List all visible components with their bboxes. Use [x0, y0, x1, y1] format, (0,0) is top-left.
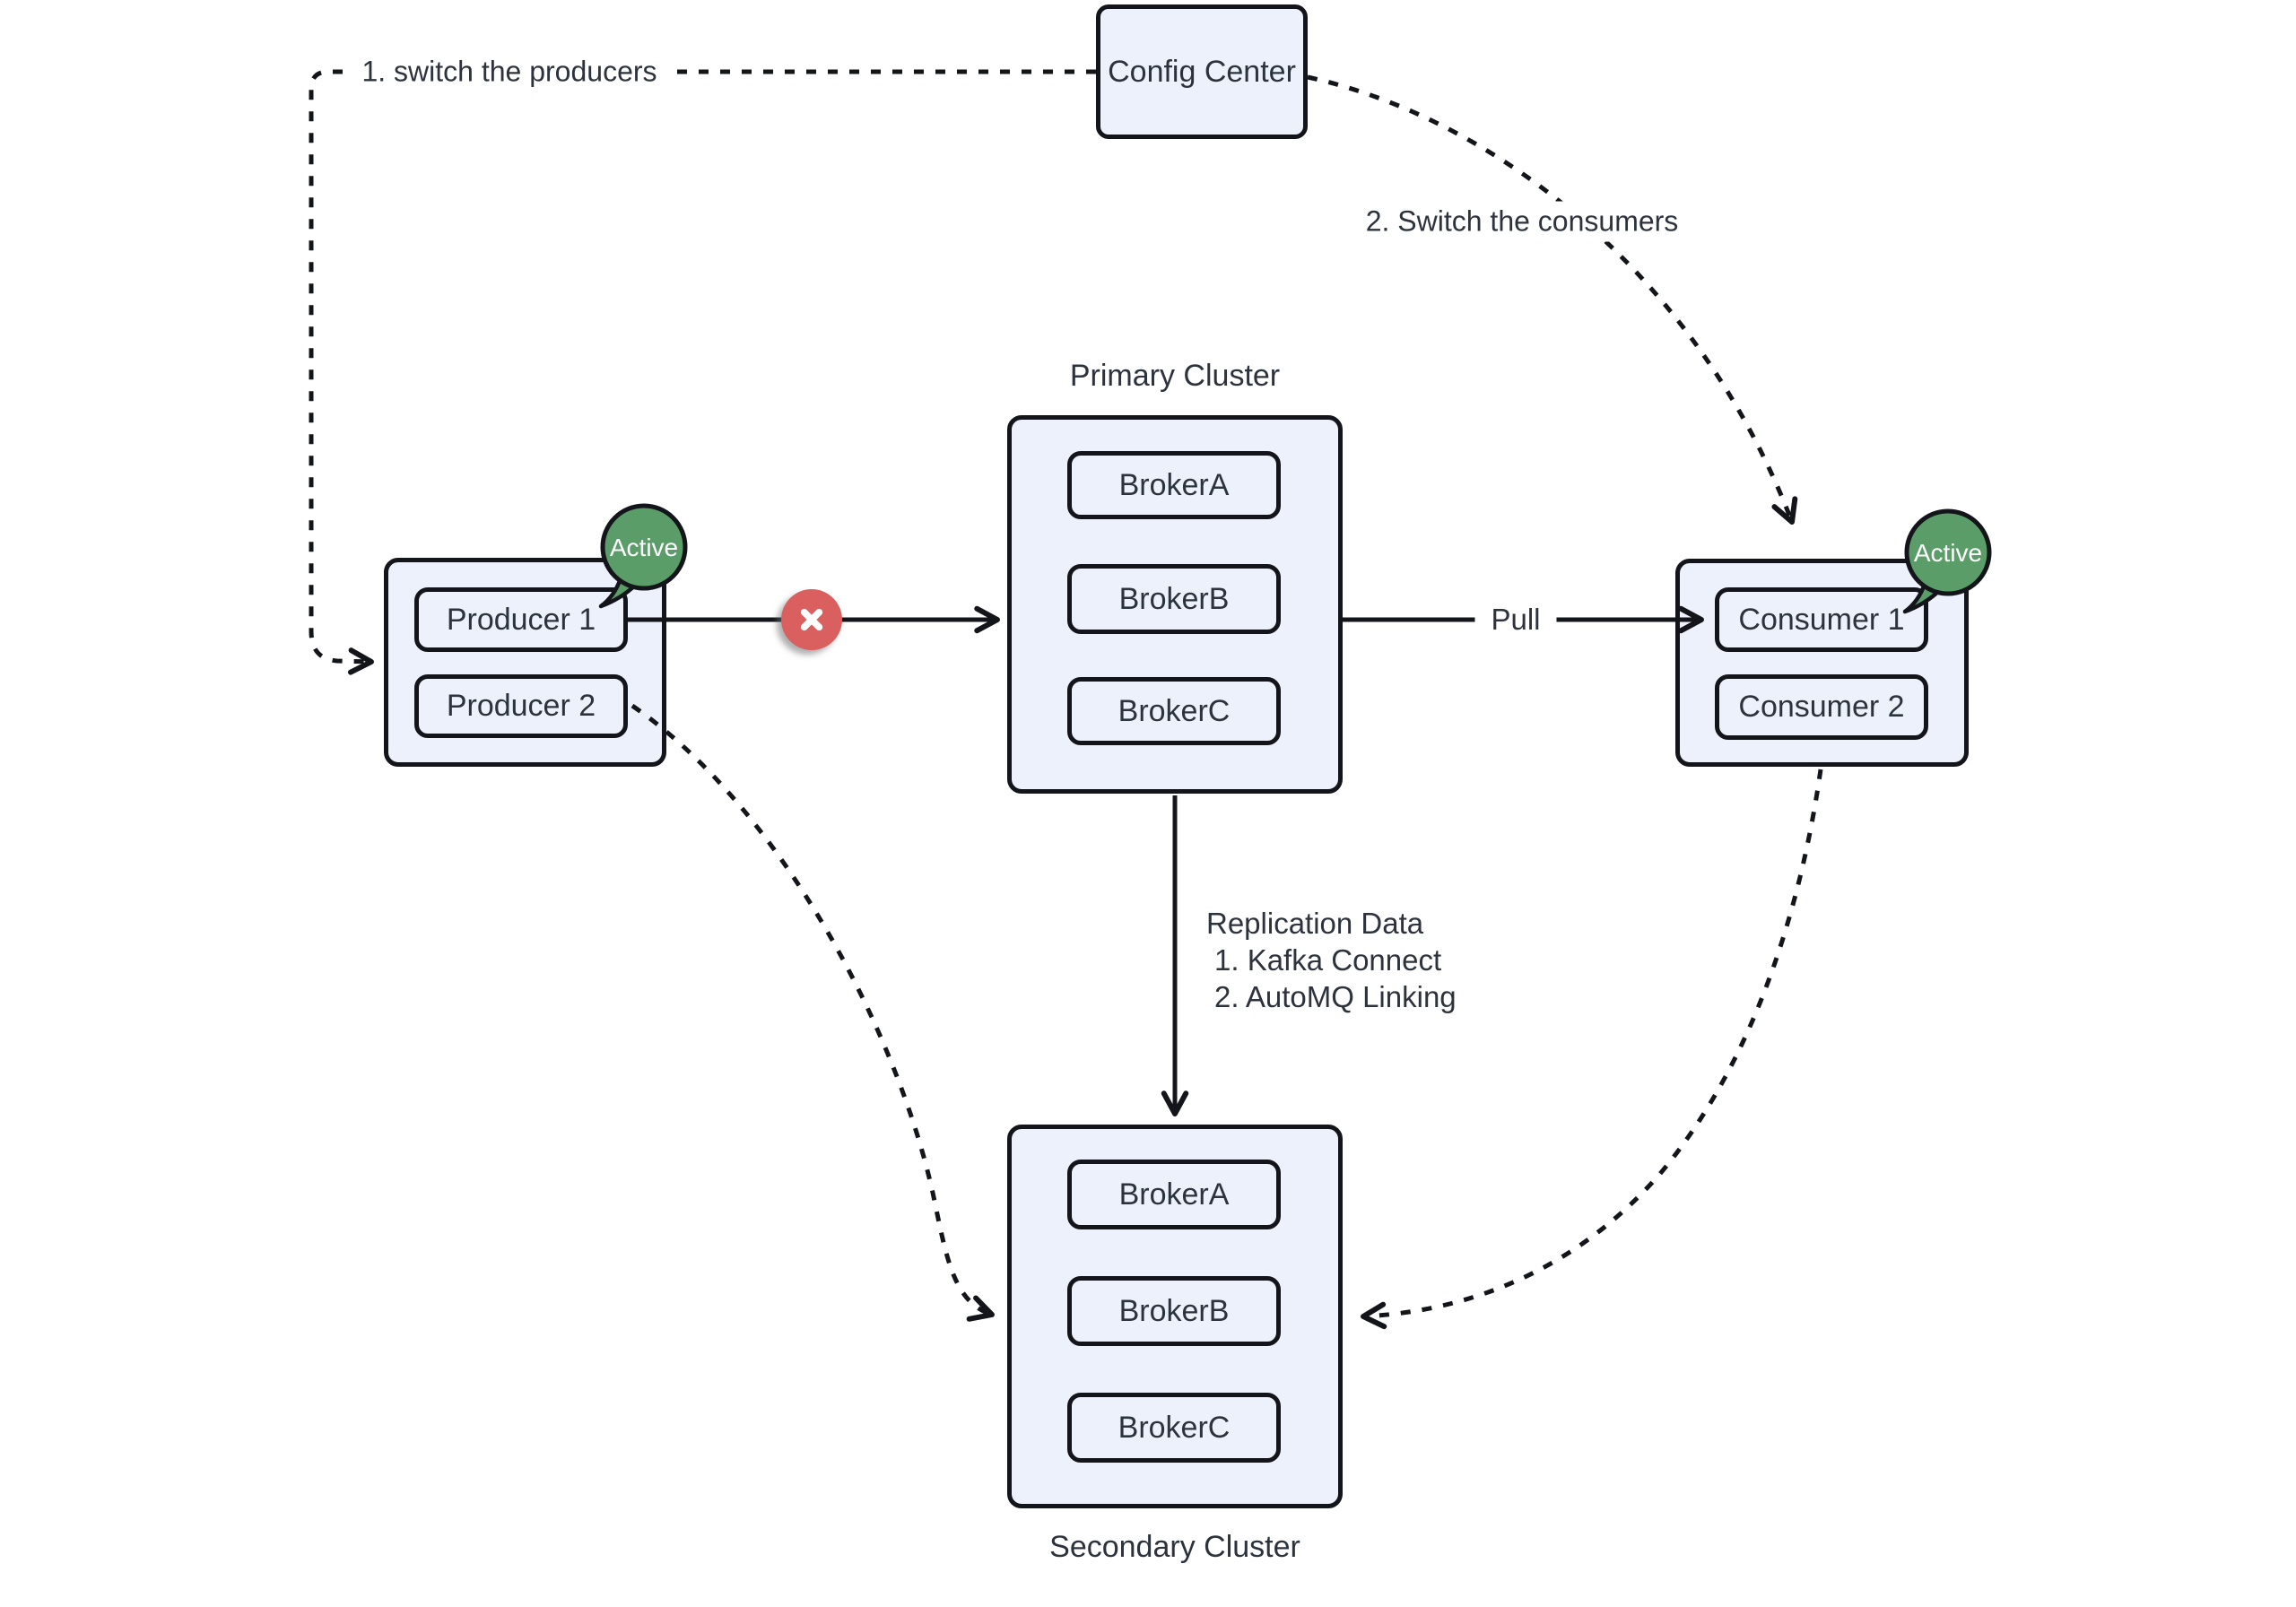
- consumers-active-badge: Active: [1902, 508, 1992, 614]
- producers-active-label: Active: [610, 534, 678, 561]
- secondary-cluster-title: Secondary Cluster: [1049, 1530, 1300, 1564]
- producer-2-node: Producer 2: [414, 674, 628, 738]
- consumers-active-label: Active: [1914, 539, 1982, 567]
- edge-producer2-to-secondary: [631, 703, 995, 1322]
- replication-note: Replication Data 1. Kafka Connect 2. Aut…: [1206, 905, 1457, 1015]
- primary-broker-c-label: BrokerC: [1118, 693, 1231, 728]
- consumer-2-label: Consumer 2: [1738, 690, 1905, 724]
- primary-broker-b-node: BrokerB: [1067, 564, 1281, 634]
- primary-cluster-title: Primary Cluster: [1069, 359, 1281, 393]
- switch-consumers-label: 2. Switch the consumers: [1349, 201, 1695, 242]
- producers-active-badge: Active: [598, 503, 688, 609]
- edge-consumers-to-secondary: [1361, 769, 1823, 1330]
- consumer-1-label: Consumer 1: [1738, 602, 1905, 637]
- secondary-broker-c-label: BrokerC: [1118, 1410, 1231, 1445]
- speech-bubble-icon: [1904, 508, 1992, 596]
- primary-broker-b-label: BrokerB: [1118, 581, 1230, 616]
- primary-broker-a-label: BrokerA: [1118, 467, 1230, 502]
- connection-error-badge: [781, 589, 842, 650]
- secondary-broker-a-label: BrokerA: [1118, 1177, 1230, 1212]
- primary-broker-c-node: BrokerC: [1067, 677, 1281, 745]
- secondary-broker-a-node: BrokerA: [1067, 1160, 1281, 1229]
- consumer-1-node: Consumer 1: [1715, 587, 1928, 652]
- config-center-node: Config Center: [1096, 4, 1308, 139]
- replication-note-title: Replication Data: [1206, 907, 1424, 940]
- primary-broker-a-node: BrokerA: [1067, 451, 1281, 519]
- secondary-broker-c-node: BrokerC: [1067, 1393, 1281, 1463]
- secondary-broker-b-label: BrokerB: [1118, 1293, 1230, 1328]
- x-icon: [800, 608, 823, 631]
- pull-label: Pull: [1474, 599, 1557, 640]
- switch-producers-label: 1. switch the producers: [345, 51, 674, 92]
- consumer-2-node: Consumer 2: [1715, 674, 1928, 740]
- secondary-broker-b-node: BrokerB: [1067, 1276, 1281, 1346]
- config-center-label: Config Center: [1108, 54, 1296, 89]
- replication-note-option-2: 2. AutoMQ Linking: [1214, 980, 1457, 1013]
- replication-note-option-1: 1. Kafka Connect: [1214, 943, 1442, 977]
- producer-1-label: Producer 1: [446, 602, 596, 637]
- producer-2-label: Producer 2: [446, 689, 596, 723]
- edge-config-to-consumers: [1307, 74, 1798, 525]
